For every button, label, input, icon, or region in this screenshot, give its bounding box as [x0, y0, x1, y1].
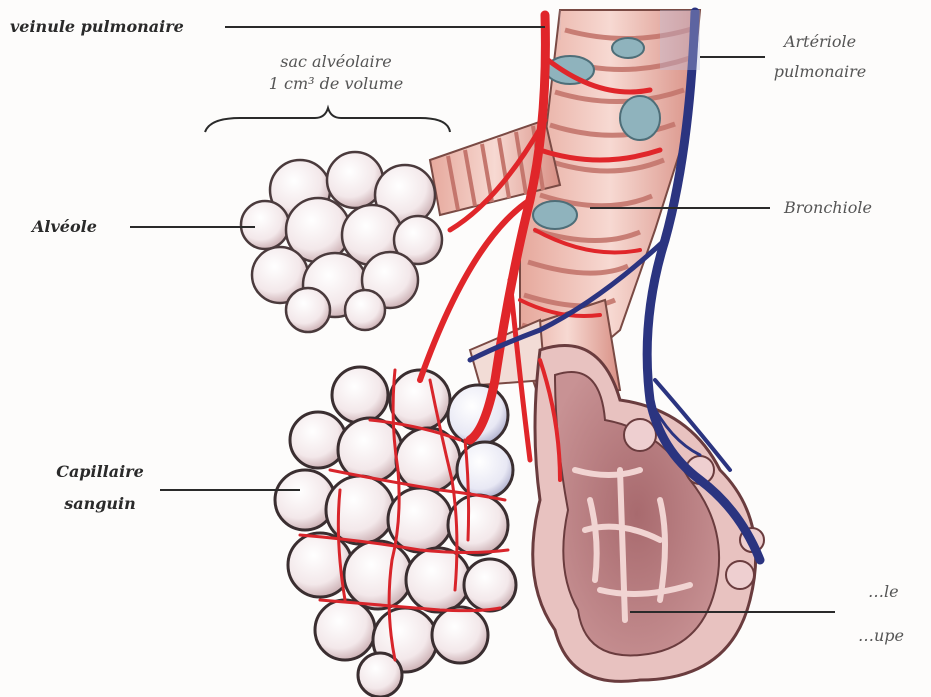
sac-brace	[205, 108, 450, 132]
top-alveolar-sac	[241, 152, 442, 332]
label-coupe-line1: …le	[868, 582, 899, 602]
label-sac-alveolaire-line1: sac alvéolaire	[246, 52, 426, 72]
label-sac-alveolaire-line2: 1 cm³ de volume	[246, 74, 426, 94]
label-arteriole-line2: pulmonaire	[760, 62, 880, 82]
label-coupe-line2: …upe	[858, 626, 904, 646]
label-capillaire-line2: sanguin	[40, 494, 160, 514]
label-arteriole-line1: Artériole	[760, 32, 880, 52]
label-alveole: Alvéole	[32, 217, 97, 237]
label-bronchiole: Bronchiole	[784, 198, 872, 218]
bottom-alveolar-sac	[275, 367, 516, 697]
label-veinule-pulmonaire: veinule pulmonaire	[10, 17, 184, 37]
label-capillaire-line1: Capillaire	[40, 462, 160, 482]
